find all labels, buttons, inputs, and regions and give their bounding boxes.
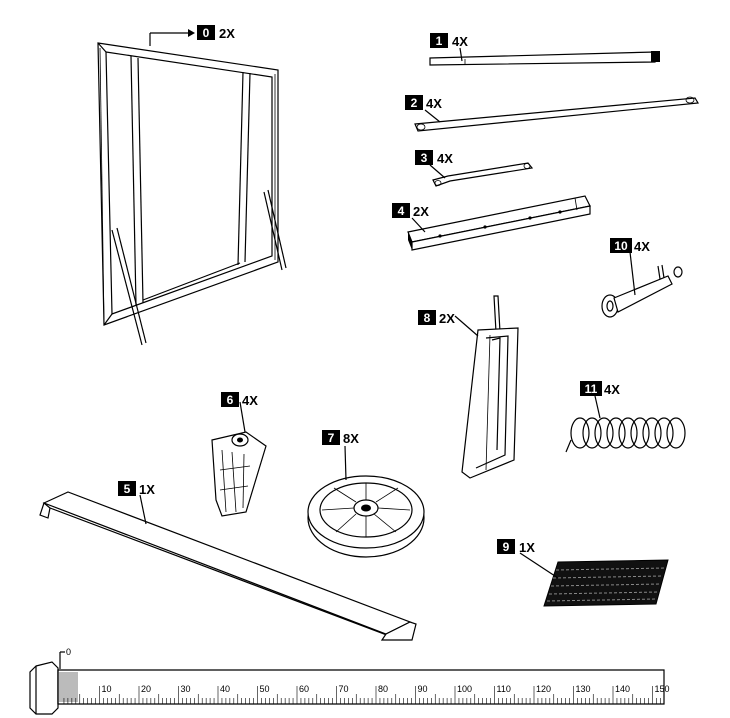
part-6-number: 6 (227, 393, 234, 407)
part-2-label: 2 4X (405, 95, 442, 111)
part-7-wheel-drawing (307, 445, 425, 558)
ruler-tick-label: 10 (102, 684, 112, 694)
part-10-qty: 4X (634, 239, 650, 254)
ruler-tick-label: 150 (655, 684, 670, 694)
part-4-tube-drawing (407, 195, 591, 251)
part-7-number: 7 (328, 431, 335, 445)
part-0-number: 0 (203, 26, 210, 40)
part-10-pin-drawing (601, 251, 683, 318)
part-10-label: 10 4X (610, 238, 650, 254)
part-11-label: 11 4X (580, 381, 620, 397)
ruler-tick-label: 110 (497, 684, 511, 694)
part-3-number: 3 (421, 151, 428, 165)
part-4-qty: 2X (413, 204, 429, 219)
part-4-label: 4 2X (392, 203, 429, 219)
part-7-qty: 8X (343, 431, 359, 446)
part-9-label: 9 1X (497, 539, 535, 555)
part-2-number: 2 (411, 96, 418, 110)
ruler-zero-label: 0 (66, 647, 71, 657)
part-0-qty: 2X (219, 26, 235, 41)
part-1-number: 1 (436, 34, 443, 48)
part-3-label: 3 4X (415, 150, 453, 166)
part-11-qty: 4X (604, 382, 620, 397)
ruler-tick-label: 90 (418, 684, 428, 694)
part-4-number: 4 (398, 204, 405, 218)
part-0-label: 0 2X (149, 25, 235, 46)
ruler-tick-label: 70 (339, 684, 349, 694)
ruler-tick-label: 60 (299, 684, 309, 694)
ruler-tick-label: 20 (141, 684, 151, 694)
part-6-bracket-drawing (211, 401, 267, 517)
part-9-number: 9 (503, 540, 510, 554)
part-2-qty: 4X (426, 96, 442, 111)
part-9-mesh-drawing (519, 552, 669, 607)
ruler-tick-label: 140 (615, 684, 630, 694)
part-1-tube-drawing (429, 47, 660, 66)
part-5-number: 5 (124, 482, 131, 496)
part-1-label: 1 4X (430, 33, 468, 49)
ruler-tick-label: 50 (260, 684, 270, 694)
part-5-qty: 1X (139, 482, 155, 497)
ruler-tick-label: 120 (536, 684, 551, 694)
ruler-tick-label: 80 (378, 684, 388, 694)
ruler-ticks: 10 20 30 40 50 60 70 80 90 100 110 120 130 140 150 (63, 684, 670, 704)
part-8-label: 8 2X (418, 310, 455, 326)
part-8-number: 8 (424, 311, 431, 325)
part-3-bar-drawing (429, 162, 534, 187)
part-1-qty: 4X (452, 34, 468, 49)
part-7-label: 7 8X (322, 430, 359, 446)
ruler-tick-label: 100 (457, 684, 472, 694)
part-0-frame-drawing (97, 42, 287, 346)
part-5-bar-drawing (39, 491, 417, 641)
part-3-qty: 4X (437, 151, 453, 166)
part-9-qty: 1X (519, 540, 535, 555)
part-8-qty: 2X (439, 311, 455, 326)
ruler-tick-label: 30 (181, 684, 191, 694)
part-11-number: 11 (585, 382, 598, 396)
part-5-label: 5 1X (118, 481, 155, 497)
part-6-label: 6 4X (221, 392, 258, 408)
part-6-qty: 4X (242, 393, 258, 408)
ruler-tick-label: 40 (220, 684, 230, 694)
ruler-tick-label: 130 (576, 684, 591, 694)
part-2-bar-drawing (414, 96, 700, 132)
part-10-number: 10 (614, 239, 628, 253)
part-8-handle-drawing (454, 295, 519, 479)
bolt-ruler: 0 10 20 30 40 50 60 70 80 90 100 110 120 130 140 150 (29, 647, 670, 715)
part-11-spring-drawing (565, 395, 686, 453)
